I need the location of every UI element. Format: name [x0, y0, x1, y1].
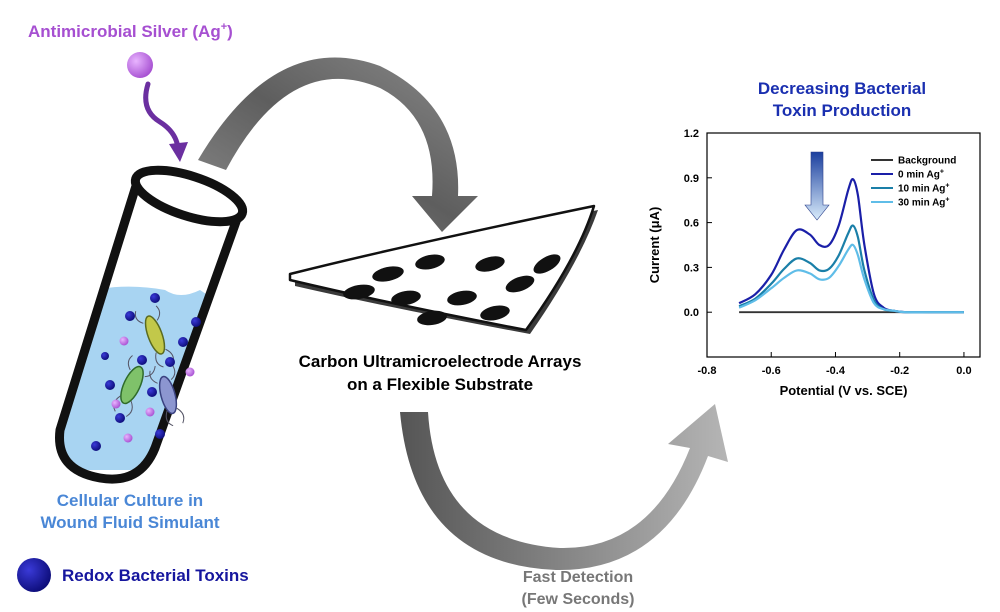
- culture-label-line2: Wound Fluid Simulant: [40, 513, 219, 532]
- toxin-legend-icon: [17, 558, 51, 592]
- series-line-30-min-ag: [738, 243, 964, 314]
- toxins-label: Redox Bacterial Toxins: [62, 566, 249, 585]
- x-tick-label: -0.2: [890, 365, 909, 377]
- electrode-array-icon: [288, 204, 598, 334]
- detection-label-line1: Fast Detection: [523, 569, 633, 586]
- y-tick-label: 0.3: [684, 262, 699, 274]
- test-tube-icon: [55, 165, 248, 484]
- x-axis-label: Potential (V vs. SCE): [780, 383, 908, 398]
- bacteria-icon: [113, 305, 185, 427]
- x-tick-label: -0.8: [698, 365, 717, 377]
- silver-arrow-icon: [143, 81, 188, 162]
- silver-label: Antimicrobial Silver (Ag+): [28, 21, 233, 41]
- x-tick-label: -0.4: [826, 365, 846, 377]
- curved-arrow-to-electrode-icon: [198, 57, 478, 232]
- tube-toxin-particles: [91, 293, 201, 451]
- y-tick-label: 0.6: [684, 218, 699, 230]
- arrays-label-line2: on a Flexible Substrate: [347, 375, 533, 394]
- decrease-arrow-icon: [804, 151, 830, 221]
- y-axis-label: Current (μA): [647, 207, 662, 284]
- plot-title-line1: Decreasing Bacterial: [758, 79, 926, 98]
- y-tick-label: 1.2: [684, 128, 699, 140]
- curved-arrow-to-plot-icon: [400, 404, 728, 571]
- x-tick-label: 0.0: [956, 365, 971, 377]
- culture-label-line1: Cellular Culture in: [57, 491, 203, 510]
- y-tick-label: 0.9: [684, 173, 699, 185]
- legend-entry: 0 min Ag+: [898, 169, 944, 181]
- legend-entry: 30 min Ag+: [898, 197, 950, 209]
- plot-frame: [706, 132, 981, 358]
- detection-label-line2: (Few Seconds): [522, 591, 635, 608]
- y-tick-label: 0.0: [684, 307, 699, 319]
- arrays-label-line1: Carbon Ultramicroelectrode Arrays: [299, 352, 582, 371]
- plot-title-line2: Toxin Production: [773, 101, 912, 120]
- silver-ion-icon: [127, 52, 153, 78]
- tube-silver-particles: [111, 336, 195, 443]
- x-tick-label: -0.6: [762, 365, 781, 377]
- legend-entry: Background: [898, 156, 956, 167]
- series-line-10-min-ag: [738, 224, 964, 314]
- voltammogram-chart: -0.8 -0.6 -0.4 -0.2 0.0 0.0 0.3 0.6 0.9 1.2Potent…: [647, 128, 981, 398]
- legend-entry: 10 min Ag+: [898, 183, 950, 195]
